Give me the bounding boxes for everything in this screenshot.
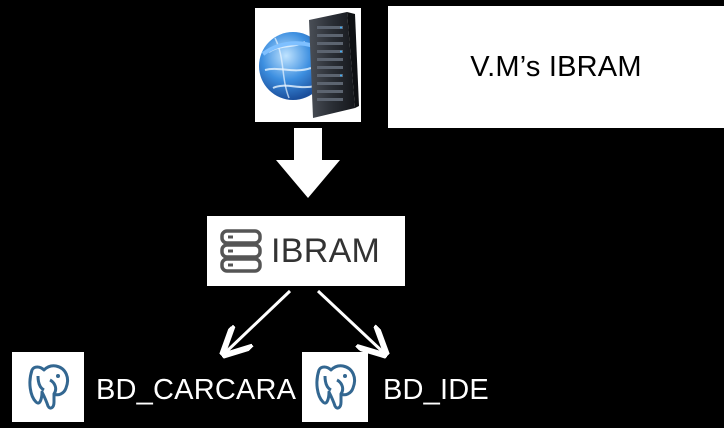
ibram-node: IBRAM	[207, 216, 405, 286]
postgresql-elephant-icon	[12, 352, 84, 422]
server-globe-illustration	[255, 8, 361, 122]
vm-label: V.M’s IBRAM	[470, 50, 642, 83]
ibram-node-label: IBRAM	[271, 231, 381, 270]
db-label-bd-ide: BD_IDE	[383, 374, 489, 406]
vm-label-box: V.M’s IBRAM	[388, 6, 724, 128]
database-stack-icon	[220, 229, 262, 273]
globe-server-icon	[259, 12, 359, 118]
connector-to-bd-carcara	[226, 289, 292, 352]
postgresql-elephant-icon	[302, 352, 368, 422]
connector-to-bd-ide	[316, 289, 383, 352]
down-arrow	[276, 128, 340, 198]
db-label-bd-carcara: BD_CARCARA	[96, 374, 297, 406]
